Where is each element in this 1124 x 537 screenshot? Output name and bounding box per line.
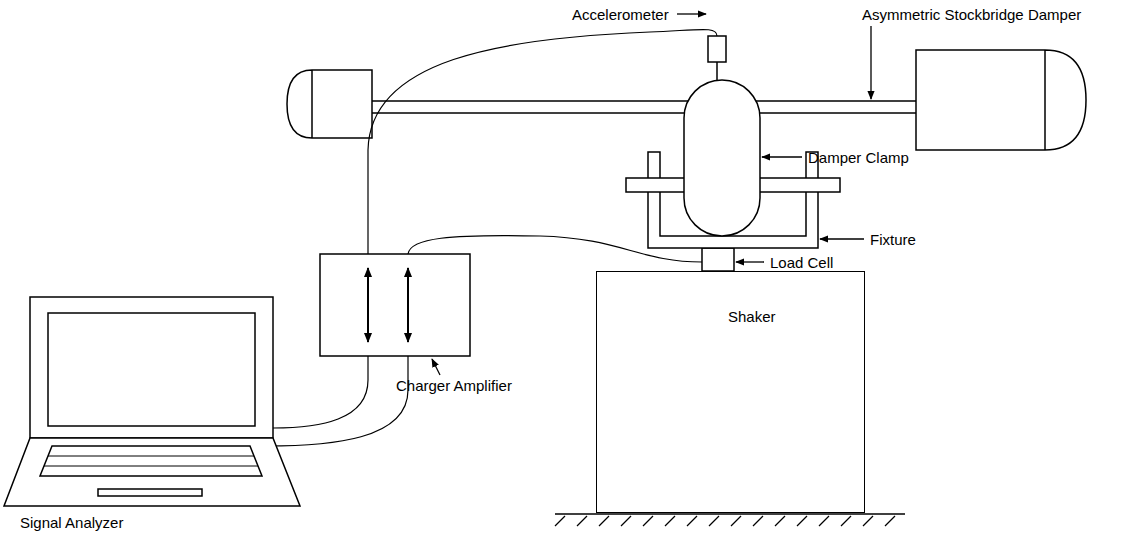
ground-hatch bbox=[643, 516, 653, 526]
ground-hatch bbox=[863, 516, 873, 526]
ground bbox=[555, 514, 905, 526]
ground-hatch bbox=[885, 516, 895, 526]
ground-hatch bbox=[731, 516, 741, 526]
keyboard-row bbox=[48, 456, 254, 457]
ground-hatch bbox=[841, 516, 851, 526]
accelerometer bbox=[708, 36, 726, 80]
load-cell bbox=[702, 248, 734, 271]
ground-hatch bbox=[577, 516, 587, 526]
small-damper-mass bbox=[287, 70, 372, 138]
ground-hatch bbox=[687, 516, 697, 526]
ground-hatch bbox=[709, 516, 719, 526]
shaker-box: Shaker bbox=[596, 271, 865, 513]
ground-hatch bbox=[599, 516, 609, 526]
part-label: Asymmetric Stockbridge Damper bbox=[862, 6, 1081, 23]
part-label: Accelerometer bbox=[572, 6, 669, 23]
signal-analyzer-laptop bbox=[4, 297, 300, 506]
damper-rod bbox=[368, 101, 920, 113]
keyboard-row bbox=[44, 466, 258, 467]
part-label: Charger Amplifier bbox=[396, 377, 512, 394]
ground-hatch bbox=[775, 516, 785, 526]
ground-hatch bbox=[753, 516, 763, 526]
damper-clamp bbox=[684, 80, 760, 236]
ground-hatch bbox=[819, 516, 829, 526]
part-label: Load Cell bbox=[770, 254, 833, 271]
large-damper-mass bbox=[916, 50, 1086, 150]
part-label: Fixture bbox=[870, 231, 916, 248]
ground-hatch bbox=[555, 516, 565, 526]
ground-hatch bbox=[621, 516, 631, 526]
ground-hatch bbox=[797, 516, 807, 526]
ground-hatch bbox=[665, 516, 675, 526]
device-label: Signal Analyzer bbox=[20, 514, 123, 531]
charge-amplifier bbox=[320, 254, 470, 356]
part-label: Damper Clamp bbox=[808, 149, 909, 166]
node-label: Shaker bbox=[728, 308, 776, 325]
